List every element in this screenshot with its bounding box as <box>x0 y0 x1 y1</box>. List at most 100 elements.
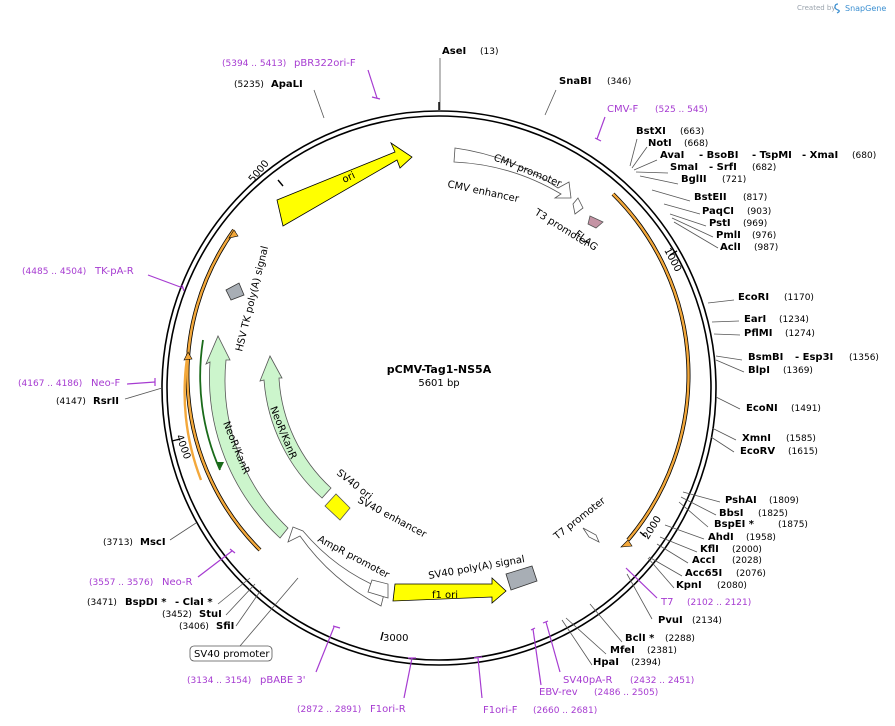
enzyme-site: BstEII(817) <box>694 192 767 203</box>
enzyme-site: PvuI (2134) <box>658 615 722 626</box>
position-ticks <box>171 102 678 641</box>
enzyme-leaders-left <box>124 89 325 627</box>
primer: (2102 .. 2121)T7 <box>660 597 751 608</box>
ori-label: ori <box>341 170 357 185</box>
enzyme-position: (2080) <box>717 581 747 591</box>
primer-name: CMV-F <box>607 104 638 115</box>
enzyme-site: SnaBI(346) <box>559 76 631 87</box>
enzyme-position: (1234) <box>779 315 809 325</box>
enzyme-position: (903) <box>747 207 771 217</box>
enzyme-site: BbsI(1825) <box>719 508 788 519</box>
primer: (4167 .. 4186)Neo-F <box>18 378 121 389</box>
enzyme-position: (3452) <box>162 610 192 620</box>
primer-position: (5394 .. 5413) <box>222 59 286 69</box>
enzyme-site: BsmBI- Esp3I(1356) <box>748 352 879 363</box>
sv40-enhancer-label: SV40 enhancer <box>356 495 429 541</box>
enzyme-site: BclI * (2288) <box>625 633 695 644</box>
enzyme-position: (1369) <box>783 366 813 376</box>
enzyme-position: (346) <box>607 77 631 87</box>
enzyme-site: XmnI(1585) <box>742 433 816 444</box>
cmv-promoter-label: CMV promoter <box>492 153 564 191</box>
enzyme-site: PflMI(1274) <box>744 328 815 339</box>
enzyme-site: KflI(2000) <box>700 544 762 555</box>
enzyme-name: AvaI <box>660 150 684 161</box>
backbone-inner-ring <box>166 115 712 661</box>
primer-marks <box>126 69 658 699</box>
enzyme-name: BstXI <box>636 126 666 137</box>
primer-position: (4167 .. 4186) <box>18 379 82 389</box>
enzyme-site: AvaI- BsoBI- TspMI- XmaI(680) <box>660 150 876 161</box>
enzyme-name-extra: - XmaI <box>802 150 838 161</box>
enzyme-position: (721) <box>722 175 746 185</box>
enzyme-name: BspEI * <box>714 519 755 530</box>
enzyme-site: EcoRV (1615) <box>740 446 818 457</box>
green-feature-arrowhead <box>216 462 224 470</box>
enzyme-position: (2394) <box>631 658 661 668</box>
flag-feature <box>587 215 604 229</box>
primer: (2432 .. 2451)SV40pA-R <box>563 675 694 686</box>
hsv-tk-small-feature <box>225 282 245 301</box>
plasmid-size: 5601 bp <box>418 378 459 389</box>
enzyme-name: AseI <box>442 46 466 57</box>
enzyme-site: BstXI(663) <box>636 126 704 137</box>
credit-created-by: Created by <box>797 4 836 12</box>
enzyme-site: BglII (721) <box>681 174 746 185</box>
tick-label: 5000 <box>247 158 272 185</box>
enzyme-name: ApaLI <box>271 79 303 90</box>
enzyme-position: (1491) <box>791 404 821 414</box>
sv40-ori-label: SV40 ori <box>334 468 374 503</box>
enzyme-position: (976) <box>752 231 776 241</box>
enzyme-site: MfeI(2381) <box>610 645 677 656</box>
enzyme-site: AclI (987) <box>720 242 778 253</box>
tick-label: 3000 <box>383 633 408 644</box>
neo-outer-feature <box>205 335 289 539</box>
enzyme-site: AccI(2028) <box>692 555 762 566</box>
enzyme-site: HpaI (2394) <box>593 657 661 668</box>
orange-feature-right-arrowhead <box>620 539 633 548</box>
enzyme-labels: AseI(13) SnaBI(346) BstXI(663)NotI(668)Ava… <box>56 46 879 668</box>
primer-position: (525 .. 545) <box>655 105 708 115</box>
primer-name: EBV-rev <box>539 687 578 698</box>
ampr-small-feature <box>367 579 389 599</box>
hsv-tk-label: HSV TK poly(A) signal <box>234 245 271 353</box>
enzyme-position: (1809) <box>769 496 799 506</box>
primer-position: (2102 .. 2121) <box>687 598 751 608</box>
enzyme-site: PmlI(976) <box>716 230 776 241</box>
orange-feature-right <box>612 193 690 541</box>
enzyme-position: (2288) <box>665 634 695 644</box>
enzyme-name-extra: - TspMI <box>752 150 792 161</box>
enzyme-site: BspEI *(1875) <box>714 519 808 530</box>
enzyme-name: BglII <box>681 174 707 185</box>
primer: (2486 .. 2505)EBV-rev <box>539 687 658 698</box>
enzyme-name: EcoNI <box>746 403 778 414</box>
enzyme-name-extra: - ClaI * <box>175 597 213 608</box>
sv40-promoter-leader <box>239 577 299 647</box>
enzyme-site: (4147)RsrII <box>56 396 119 407</box>
primer-position: (3134 .. 3154) <box>187 676 251 686</box>
enzyme-position: (680) <box>852 151 876 161</box>
enzyme-position: (2134) <box>692 616 722 626</box>
enzyme-name-extra: - Esp3I <box>795 352 833 363</box>
enzyme-site: KpnI(2080) <box>676 580 747 591</box>
enzyme-name: HpaI <box>593 657 619 668</box>
enzyme-name: EcoRI <box>738 292 769 303</box>
enzyme-site: NotI(668) <box>648 138 708 149</box>
enzyme-position: (987) <box>754 243 778 253</box>
ori-feature <box>276 141 413 227</box>
enzyme-site: AseI(13) <box>442 46 498 57</box>
enzyme-position: (5235) <box>234 80 264 90</box>
enzyme-name: BclI * <box>625 633 655 644</box>
enzyme-position: (1615) <box>788 447 818 457</box>
enzyme-position: (817) <box>743 193 767 203</box>
enzyme-name-extra: - SrfI <box>709 162 737 173</box>
enzyme-site: EcoRI(1170) <box>738 292 814 303</box>
enzyme-name: SmaI <box>670 162 698 173</box>
enzyme-name: AhdI <box>708 532 734 543</box>
enzyme-name: PvuI <box>658 615 683 626</box>
enzyme-site: EcoNI (1491) <box>746 403 821 414</box>
enzyme-position: (3406) <box>179 622 209 632</box>
enzyme-name: EcoRV <box>740 446 775 457</box>
enzyme-name: AclI <box>720 242 741 253</box>
enzyme-position: (3713) <box>103 538 133 548</box>
orange-feature-small <box>183 351 203 481</box>
